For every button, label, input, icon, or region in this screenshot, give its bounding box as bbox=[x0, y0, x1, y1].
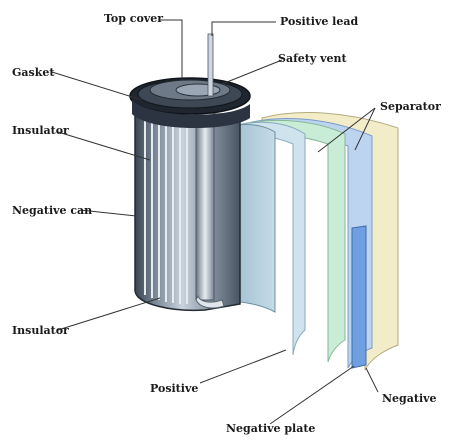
leader-lines bbox=[51, 19, 379, 425]
positive-lead-tab bbox=[207, 33, 214, 97]
label-negative: Negative bbox=[382, 392, 437, 405]
label-insulator-top: Insulator bbox=[12, 124, 69, 137]
can-top-band bbox=[132, 100, 250, 129]
label-gasket: Gasket bbox=[12, 66, 55, 79]
label-negative-plate: Negative plate bbox=[226, 422, 316, 435]
label-positive: Positive bbox=[150, 382, 199, 395]
center-core bbox=[195, 103, 215, 301]
label-insulator-bottom: Insulator bbox=[12, 324, 69, 337]
label-safety-vent: Safety vent bbox=[278, 52, 347, 65]
insulator-ribs bbox=[144, 120, 188, 304]
label-top-cover: Top cover bbox=[104, 12, 164, 25]
label-negative-can: Negative can bbox=[12, 204, 93, 217]
bottom-tab bbox=[195, 294, 225, 309]
label-positive-lead: Positive lead bbox=[280, 15, 359, 28]
negative-plate-strip bbox=[351, 225, 367, 369]
label-separator: Separator bbox=[380, 100, 441, 113]
